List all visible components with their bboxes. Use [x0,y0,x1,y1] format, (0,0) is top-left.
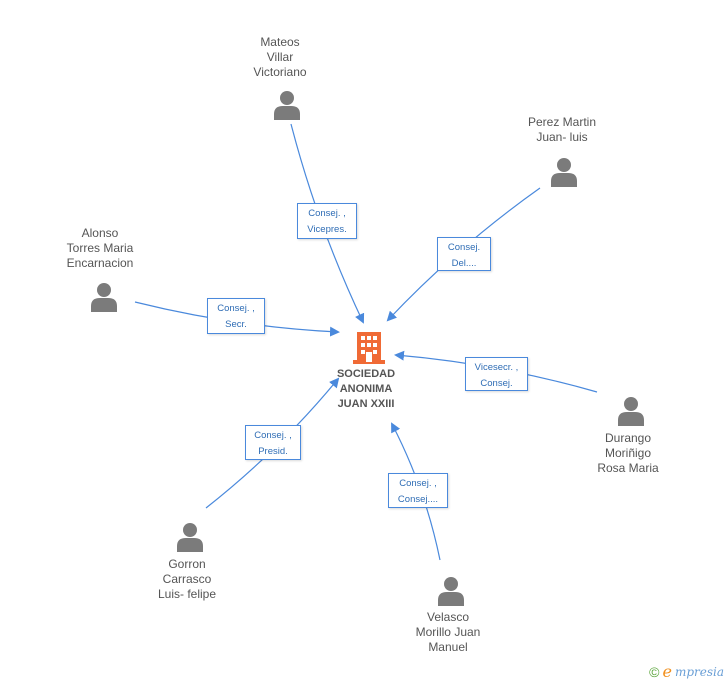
person-name-line: Morillo Juan [415,625,481,639]
role-label-alonso[interactable]: Consej. , Secr. [207,298,265,334]
person-name-line: Torres Maria [66,241,134,255]
person-name-line: Perez Martin [527,115,597,129]
copyright-symbol: © [649,663,660,680]
company-name-line: ANONIMA [339,383,393,395]
person-name-line: Juan- luis [536,130,588,144]
role-label-line: Consej. , [217,303,255,314]
company-name[interactable]: SOCIEDAD ANONIMA JUAN XXIII [318,367,414,412]
building-icon[interactable] [353,328,385,364]
person-name-line: Encarnacion [66,256,134,270]
role-label-line: Consej. , [308,208,346,219]
role-label-line: Vicepres. [307,224,347,235]
role-label-line: Consej. , [399,478,437,489]
person-name-line: Rosa Maria [597,461,659,475]
role-label-line: Presid. [258,446,288,457]
role-label-line: Vicesecr. , [474,362,519,373]
person-name-line: Durango [604,431,652,445]
role-label-velasco[interactable]: Consej. , Consej.... [388,473,448,508]
person-name-line: Moriñigo [604,446,652,460]
role-label-line: Consej. [480,378,513,389]
person-icon[interactable] [90,282,118,312]
person-name-line: Luis- felipe [157,587,217,601]
role-label-line: Consej.... [397,494,439,505]
person-icon[interactable] [176,522,204,552]
role-label-perez[interactable]: Consej. Del.... [437,237,491,271]
person-icon[interactable] [550,157,578,187]
person-name-line: Mateos [260,35,300,49]
role-label-line: Consej. , [254,430,292,441]
role-label-line: Secr. [225,319,247,330]
person-name-line: Velasco [426,610,470,624]
brand-logo-initial: e [662,662,672,681]
company-name-line: JUAN XXIII [337,398,395,410]
role-label-gorron[interactable]: Consej. , Presid. [245,425,301,460]
role-label-durango[interactable]: Vicesecr. , Consej. [465,357,528,391]
role-label-mateos[interactable]: Consej. , Vicepres. [297,203,357,239]
person-name-line: Alonso [81,226,119,240]
person-name-line: Gorron [168,557,206,571]
person-name-line: Villar [266,50,294,64]
person-icon[interactable] [617,396,645,426]
person-icon[interactable] [437,576,465,606]
role-label-line: Consej. [447,242,481,253]
company-name-line: SOCIEDAD [336,368,396,380]
person-name-line: Manuel [428,640,468,654]
role-label-line: Del.... [451,258,477,269]
person-icon[interactable] [273,90,301,120]
person-name-line: Carrasco [162,572,212,586]
brand-logo-text: mpresia [674,664,724,679]
person-name-line: Victoriano [253,65,307,79]
